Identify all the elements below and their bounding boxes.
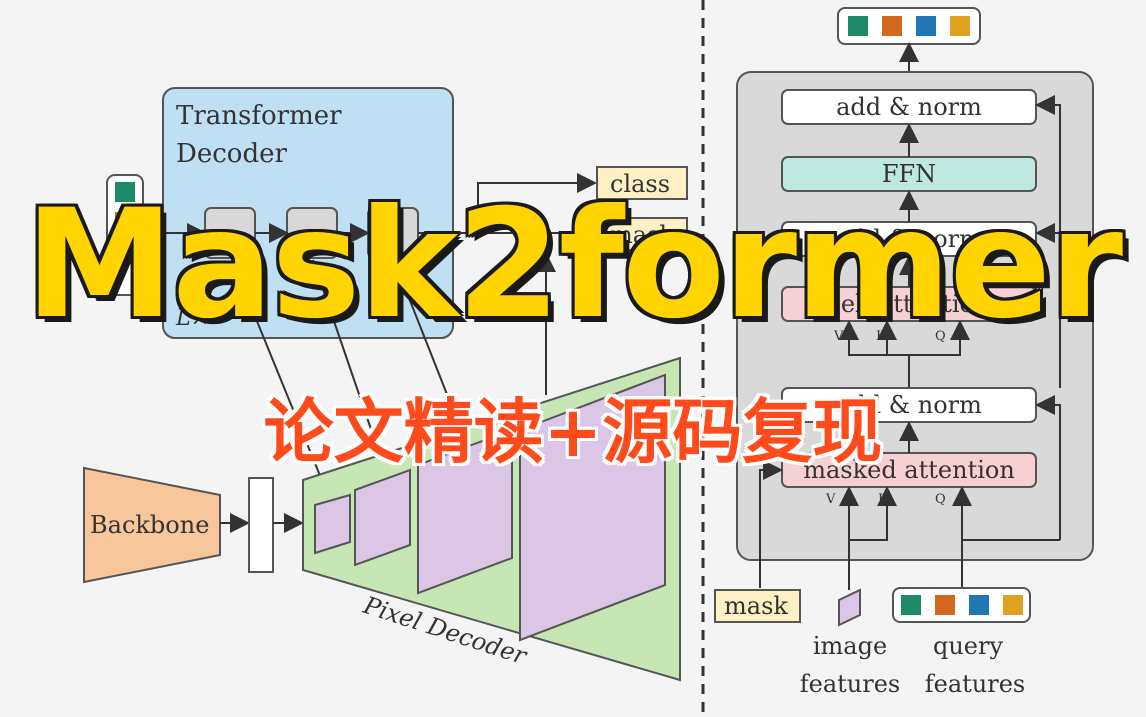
left-query-orange (115, 212, 135, 232)
mask-input-box (714, 589, 801, 623)
left-query-green (115, 182, 135, 202)
pixel-feature-3 (417, 428, 513, 595)
pixel-feature-1 (314, 493, 351, 555)
left-query-stack (106, 174, 144, 296)
output-query-orange (882, 16, 902, 36)
self-attn-v: V (833, 329, 844, 344)
backbone-label: Backbone (90, 511, 209, 539)
output-query-gold (950, 16, 970, 36)
layer-count-label: L× (175, 306, 209, 331)
masked-attention-label: masked attention (803, 456, 1015, 484)
transformer-decoder-title-line1: Transformer (176, 101, 342, 131)
image-features-icon (838, 588, 861, 627)
output-query-blue (916, 16, 936, 36)
left-query-blue (115, 242, 135, 262)
class-output-label: class (610, 170, 670, 198)
video-title-overlay: Mask2former (24, 178, 1123, 352)
ffn-label: FFN (882, 160, 936, 188)
mask-output-box (596, 217, 688, 251)
pixel-feature-2 (354, 468, 411, 567)
class-output-box (596, 166, 688, 200)
backbone-feature-bar (248, 477, 274, 573)
pixel-feature-4 (519, 373, 666, 642)
add-norm-low-label: add & norm (836, 391, 982, 419)
masked-attn-q: Q (935, 492, 946, 507)
query-features-stack (892, 587, 1031, 623)
query-feature-blue (969, 595, 989, 615)
output-query-green (848, 16, 868, 36)
query-features-line1: query (933, 632, 1003, 660)
backbone-block (83, 466, 221, 584)
image-features-line2: features (800, 670, 901, 698)
transformer-decoder-title-line2: Decoder (176, 139, 287, 169)
video-subtitle-overlay: 论文精读+源码复现 (263, 391, 883, 473)
self-attention-label: self-attention (829, 290, 990, 318)
query-feature-green (901, 595, 921, 615)
masked-attn-v: V (825, 492, 836, 507)
add-norm-mid-label: add & norm (836, 225, 982, 253)
mask-output-label: mask (610, 221, 674, 249)
mask-input-label: mask (724, 592, 788, 620)
image-features-line1: image (813, 632, 887, 660)
self-attn-q: Q (935, 329, 946, 344)
query-feature-orange (935, 595, 955, 615)
add-norm-top-label: add & norm (836, 93, 982, 121)
query-features-line2: features (925, 670, 1026, 698)
query-feature-gold (1003, 595, 1023, 615)
